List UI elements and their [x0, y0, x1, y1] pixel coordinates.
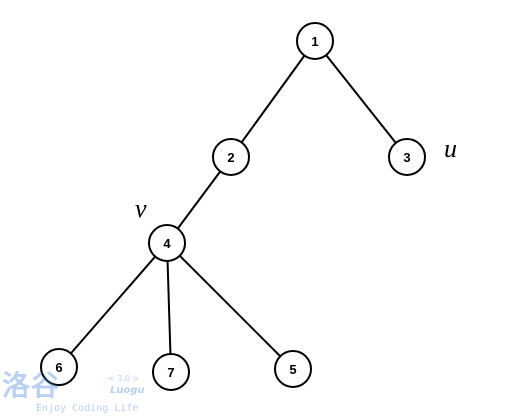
node-label: 5 — [289, 362, 296, 377]
node-label: 1 — [311, 34, 318, 49]
node-circle — [274, 350, 312, 388]
luogu-watermark: 洛谷 < 3.0 > Luogu Enjoy Coding Life — [2, 372, 152, 418]
node-label: 2 — [227, 150, 234, 165]
node-2: 2 — [212, 138, 250, 176]
watermark-tagline: Enjoy Coding Life — [36, 403, 139, 414]
nodes-layer: 1 2 3 4 5 6 7 — [40, 22, 426, 391]
node-3: 3 — [388, 138, 426, 176]
edge-4-6 — [58, 242, 168, 368]
node-circle — [212, 138, 250, 176]
node-1: 1 — [296, 22, 334, 60]
node-7: 7 — [152, 353, 190, 391]
node-5: 5 — [274, 350, 312, 388]
node-label: 3 — [403, 150, 410, 165]
label-v: v — [135, 194, 147, 223]
edges-layer — [58, 40, 408, 373]
node-label: 4 — [163, 236, 171, 251]
node-circle — [296, 22, 334, 60]
watermark-version: < 3.0 > — [108, 374, 140, 383]
watermark-brand: Luogu — [110, 385, 145, 396]
node-circle — [148, 224, 186, 262]
node-label: 7 — [167, 365, 174, 380]
edge-1-3 — [314, 40, 408, 158]
label-u: u — [444, 134, 457, 163]
node-circle — [40, 348, 78, 386]
node-circle — [388, 138, 426, 176]
edge-4-5 — [166, 242, 294, 370]
node-4: 4 — [148, 224, 186, 262]
watermark-logo: 洛谷 — [2, 369, 61, 402]
node-label: 6 — [55, 360, 62, 375]
edge-4-7 — [166, 242, 172, 373]
node-6: 6 — [40, 348, 78, 386]
node-circle — [152, 353, 190, 391]
edge-1-2 — [230, 40, 316, 158]
